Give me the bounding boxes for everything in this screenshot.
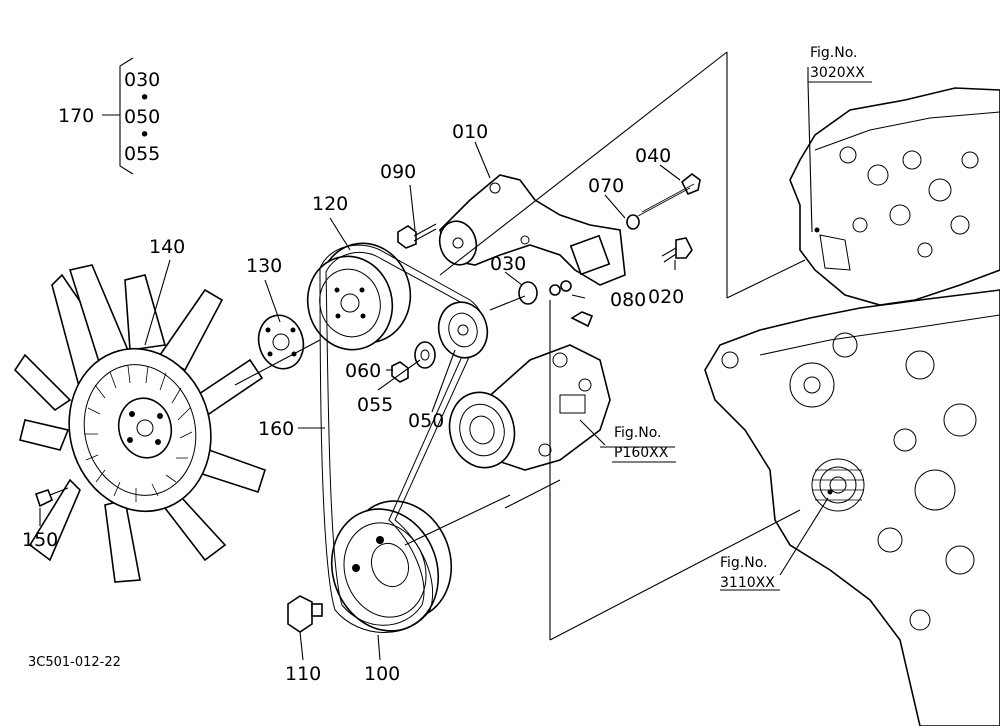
part-label-050: 050 [408, 410, 444, 432]
ac-compressor [448, 344, 611, 471]
fan-pulley-120 [306, 242, 412, 351]
bolt-150 [34, 487, 69, 508]
part-label-020: 020 [648, 286, 684, 308]
part-label-130: 130 [246, 255, 282, 277]
fig-ref-number: 3110XX [720, 575, 775, 591]
bolt-020 [661, 237, 693, 263]
part-label-120: 120 [312, 193, 348, 215]
v-belt-160 [319, 244, 486, 633]
fig-ref-title: Fig.No. [810, 45, 858, 61]
fig-ref-title: Fig.No. [614, 425, 662, 441]
kit-170-group: 170 030 • 050 • 055 [58, 57, 160, 175]
part-label-010: 010 [452, 121, 488, 143]
part-label-090: 090 [380, 161, 416, 183]
part-label-170: 170 [58, 105, 94, 127]
part-label-150: 150 [22, 529, 58, 551]
part-label-070: 070 [588, 175, 624, 197]
kit-separator: • [139, 87, 150, 109]
part-label-055: 055 [357, 394, 393, 416]
bolt-110 [287, 595, 323, 633]
bolt-040 [637, 172, 701, 217]
bolt-090 [397, 223, 437, 249]
collar-030 [518, 281, 538, 305]
nut-060 [391, 361, 409, 383]
cooling-fan [13, 264, 266, 583]
part-label-140: 140 [149, 236, 185, 258]
part-labels: 010 020 030 040 050 055 060 070 080 090 … [22, 121, 684, 685]
fig-ref-number: P160XX [614, 445, 669, 461]
engine-block [704, 87, 1000, 726]
part-label-110: 110 [285, 663, 321, 685]
washer-055 [414, 341, 436, 369]
part-label-060: 060 [345, 360, 381, 382]
kit-item-050: 050 [124, 106, 160, 128]
part-label-100: 100 [364, 663, 400, 685]
fig-ref-number: 3020XX [810, 65, 865, 81]
kit-item-030: 030 [124, 69, 160, 91]
drawing-code: 3C501-012-22 [28, 655, 121, 670]
part-label-160: 160 [258, 418, 294, 440]
washer-070 [626, 214, 640, 230]
crank-pulley-100 [330, 500, 453, 632]
nut-080 [549, 284, 561, 296]
kit-item-055: 055 [124, 143, 160, 165]
fig-ref-title: Fig.No. [720, 555, 768, 571]
part-label-030: 030 [490, 253, 526, 275]
part-label-040: 040 [635, 145, 671, 167]
idler-pulley-050 [437, 301, 489, 359]
kit-separator: • [139, 124, 150, 146]
part-label-080: 080 [610, 289, 646, 311]
leader-lines [39, 51, 829, 661]
figure-references: Fig.No. 3020XX Fig.No. P160XX Fig.No. 31… [612, 45, 872, 591]
spacer-130 [257, 314, 305, 370]
